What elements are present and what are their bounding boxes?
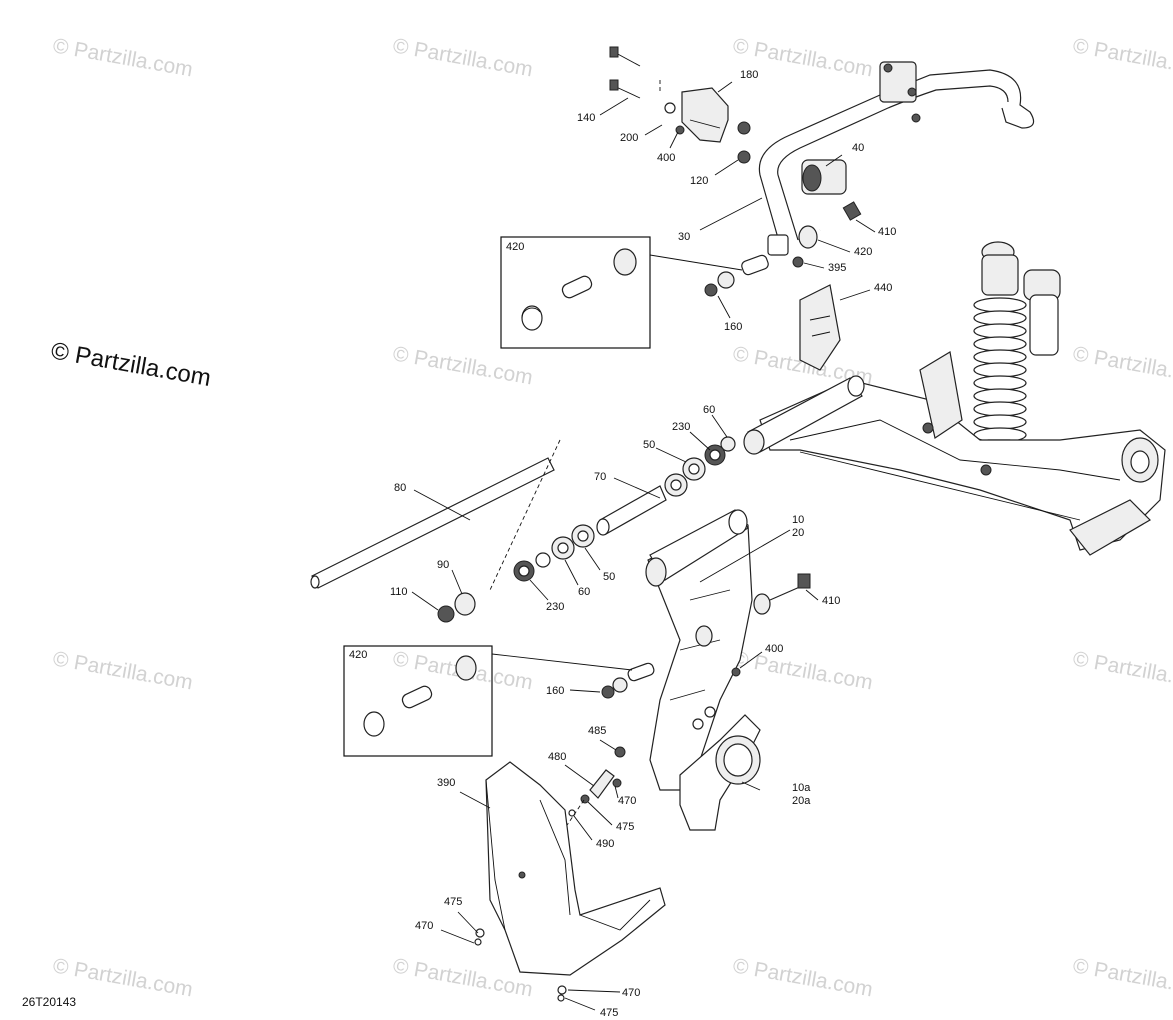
bushing-420: [798, 225, 818, 249]
label-485: 485: [588, 725, 606, 737]
label-420-inset-lower: 420: [349, 649, 367, 661]
label-140: 140: [577, 112, 595, 124]
bracket-assembly: [609, 46, 751, 164]
label-10a: 10a: [792, 782, 811, 794]
label-420-inset: 420: [506, 241, 524, 253]
watermark-main: © Partzilla.com: [49, 337, 213, 392]
coil-spring: [973, 297, 1027, 443]
label-490: 490: [596, 838, 614, 850]
skid-plate: [474, 761, 666, 1002]
nut-485: [614, 746, 626, 758]
label-70: 70: [594, 471, 606, 483]
label-10: 10: [792, 514, 804, 526]
part-labels: 180 140 200 400 120 40 30 410 420 395 42…: [349, 69, 896, 1019]
label-180: 180: [740, 69, 758, 81]
label-60: 60: [703, 404, 715, 416]
anti-roll-bar-assembly: [704, 61, 1035, 297]
label-230: 230: [672, 421, 690, 433]
inset-box-420-upper: [500, 236, 651, 349]
label-90: 90: [437, 559, 449, 571]
bearing-housing: [679, 714, 761, 831]
label-160-lower: 160: [546, 685, 564, 697]
watermark: © Partzilla.com: [731, 954, 874, 1001]
label-20: 20: [792, 527, 804, 539]
label-80: 80: [394, 482, 406, 494]
leader-lines: [411, 81, 876, 1011]
label-395: 395: [828, 262, 846, 274]
watermark: © Partzilla.com: [51, 647, 194, 694]
label-440: 440: [874, 282, 892, 294]
nut-120b: [737, 150, 751, 164]
reservoir: [1029, 294, 1059, 356]
label-20a: 20a: [792, 795, 811, 807]
label-470-lower: 470: [415, 920, 433, 932]
label-390: 390: [437, 777, 455, 789]
bracket-180: [681, 87, 729, 143]
label-230-lower: 230: [546, 601, 564, 613]
watermark: © Partzilla.com: [391, 342, 534, 389]
watermark: © Partzilla.com: [1071, 647, 1173, 694]
watermark: © Partzilla.com: [51, 34, 194, 81]
bar-end: [767, 234, 789, 256]
label-475-bottom: 475: [600, 1007, 618, 1019]
label-110: 110: [390, 586, 408, 598]
label-40: 40: [852, 142, 864, 154]
label-400-lower: 400: [765, 643, 783, 655]
bolt-410: [842, 201, 862, 221]
label-30: 30: [678, 231, 690, 243]
nut-160: [704, 283, 718, 297]
label-50: 50: [643, 439, 655, 451]
label-475-lower: 475: [444, 896, 462, 908]
shock-absorber: [973, 241, 1061, 471]
label-160: 160: [724, 321, 742, 333]
label-400: 400: [657, 152, 675, 164]
watermark: © Partzilla.com: [731, 647, 874, 694]
mount-440: [799, 284, 841, 371]
watermark: © Partzilla.com: [1071, 34, 1173, 81]
label-60-lower: 60: [578, 586, 590, 598]
label-470: 470: [618, 795, 636, 807]
label-475: 475: [616, 821, 634, 833]
nut-395: [792, 256, 804, 268]
trailing-arm-right: [743, 351, 1166, 556]
watermark: © Partzilla.com: [1071, 954, 1173, 1001]
nut-110: [437, 605, 455, 623]
label-470-bottom: 470: [622, 987, 640, 999]
label-410: 410: [878, 226, 896, 238]
label-410-lower: 410: [822, 595, 840, 607]
nut-160b: [601, 685, 615, 699]
nut-120a: [737, 121, 751, 135]
label-120: 120: [690, 175, 708, 187]
watermark: © Partzilla.com: [391, 954, 534, 1001]
skid-plate-390: [485, 761, 666, 976]
inset-box-420-lower: [343, 645, 493, 757]
label-420: 420: [854, 246, 872, 258]
label-200: 200: [620, 132, 638, 144]
watermark: © Partzilla.com: [391, 34, 534, 81]
label-480: 480: [548, 751, 566, 763]
label-50-lower: 50: [603, 571, 615, 583]
bolt-410b: [797, 573, 811, 589]
watermark: © Partzilla.com: [1071, 342, 1173, 389]
trailing-arm-left: [601, 509, 811, 791]
diagram-reference: 26T20143: [22, 995, 76, 1009]
